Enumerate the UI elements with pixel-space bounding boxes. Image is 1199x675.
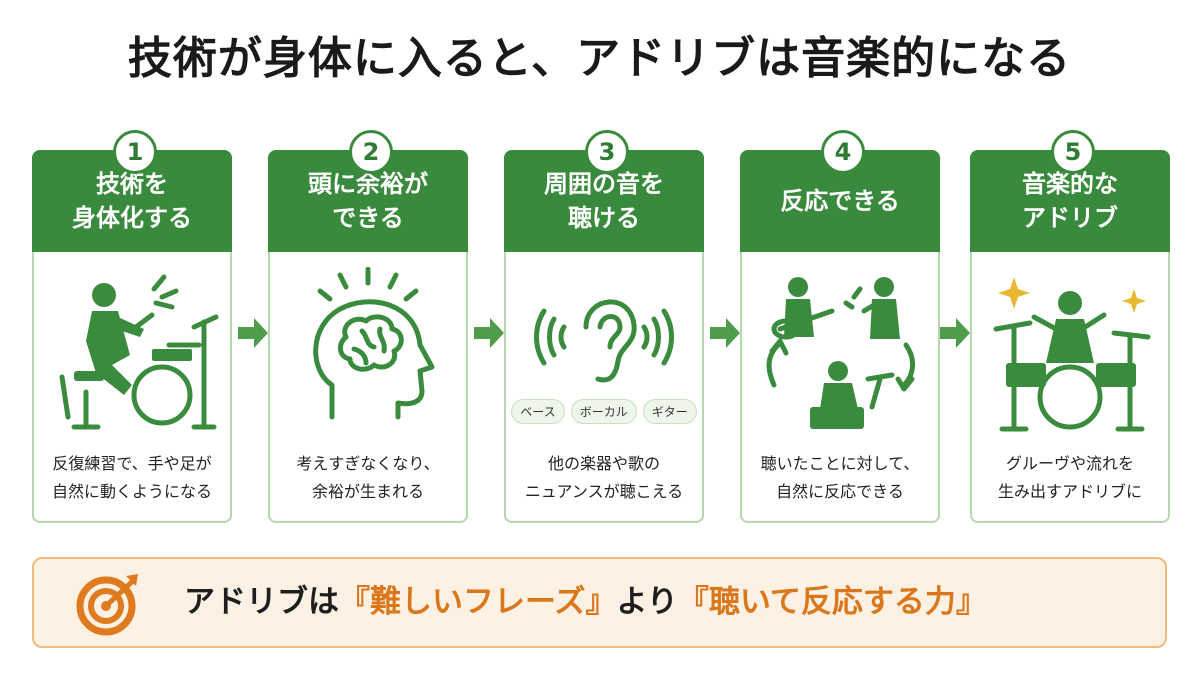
head-brain-icon [313, 267, 435, 420]
sound-wave [547, 316, 557, 358]
microphone [861, 302, 877, 314]
stool-seat [74, 371, 104, 381]
step-card-header: 音楽的な アドリブ [970, 150, 1170, 252]
drumstick [1031, 314, 1059, 332]
instrument-pill: ボーカル [570, 399, 637, 424]
idea-ray [403, 288, 419, 302]
step-card-4: 反応できる 4 聴いたことに対して、 自然に反応できる [740, 130, 940, 523]
step-title-line: 技術を [96, 170, 168, 198]
banner-mid: より [616, 584, 678, 620]
step-number-badge: 4 [821, 130, 865, 174]
banner-phrase-1: 『難しいフレーズ』 [339, 584, 617, 620]
guitar-body [771, 318, 801, 340]
brain [338, 314, 404, 372]
arrow-right-icon [940, 318, 970, 348]
drummer-icon [59, 274, 219, 430]
step-description: 聴いたことに対して、 自然に反応できる [760, 454, 920, 501]
motion-line [151, 274, 167, 292]
step-card-5: 音楽的な アドリブ 5 グルーヴや流れを 生み出すアドリブに [970, 130, 1170, 523]
summary-banner: アドリブは『難しいフレーズ』より『聴いて反応する力』 [32, 557, 1167, 648]
drumstick [133, 312, 155, 330]
step-title-line: 聴ける [568, 204, 640, 232]
snare-drum [152, 349, 192, 361]
sound-wave [558, 324, 567, 350]
sound-line [843, 300, 855, 310]
sound-wave [661, 308, 674, 366]
target-icon [76, 574, 138, 636]
drum [810, 407, 864, 429]
step-number-badge: 1 [113, 130, 157, 174]
motion-line [153, 300, 175, 310]
arrow-right-icon [474, 318, 504, 348]
bass-drum [131, 364, 193, 426]
drumstick [1079, 312, 1107, 332]
ear-outline [583, 299, 637, 383]
step-description: 反復練習で、手や足が 自然に動くようになる [51, 454, 212, 501]
step-description: 他の楽器や歌の ニュアンスが聴こえる [524, 454, 684, 501]
bass-drum [1037, 364, 1103, 430]
guitarist-head [788, 277, 808, 297]
step-title-line: アドリブ [1022, 204, 1118, 232]
sound-wave [651, 316, 661, 358]
drummer-sparkle-icon [993, 277, 1151, 432]
cymbal-stand [869, 376, 883, 410]
step-description: グルーヴや流れを 生み出すアドリブに [997, 454, 1142, 501]
step-title-line: 音楽的な [1022, 170, 1118, 198]
step-number-badge: 2 [349, 130, 393, 174]
step-number-badge: 5 [1051, 130, 1095, 174]
tom-drum [1096, 363, 1136, 387]
step-title-line: 周囲の音を [544, 170, 664, 198]
step-title-line: できる [332, 204, 404, 232]
arrow-right-icon [710, 318, 740, 348]
chair-back [59, 374, 71, 420]
banner-phrase-2: 『聴いて反応する力』 [677, 584, 987, 620]
step-card-3: 周囲の音を 聴ける 3 ベース ボーカル ギター 他の楽器や歌の ニュアンスが聴… [504, 130, 704, 523]
banner-message: アドリブは『難しいフレーズ』より『聴いて反応する力』 [184, 559, 987, 646]
step-title-line: 身体化する [72, 204, 192, 232]
band-interaction-icon [766, 277, 915, 429]
motion-line [159, 288, 179, 300]
arrow-right-icon [238, 318, 268, 348]
ear-sound-icon [534, 299, 674, 383]
sound-wave [534, 308, 547, 366]
singer-body [870, 299, 900, 339]
drummer-body [820, 383, 858, 409]
idea-ray [387, 272, 399, 290]
singer-head [874, 277, 894, 297]
drummer-head [92, 283, 116, 307]
idea-ray [317, 288, 333, 302]
sound-wave [641, 324, 650, 350]
sparkle-icon [1122, 289, 1146, 313]
banner-prefix: アドリブは [184, 584, 339, 620]
instrument-pill: ベース [511, 399, 565, 424]
step-title-line: 頭に余裕が [308, 170, 428, 198]
drummer-head [1058, 291, 1082, 315]
guitar-neck [777, 308, 835, 332]
instrument-pills: ベース ボーカル ギター [506, 399, 702, 424]
drummer-arm [116, 317, 144, 337]
step-description: 考えすぎなくなり、 余裕が生まれる [296, 454, 440, 501]
sparkle-icon [998, 277, 1030, 309]
idea-ray [337, 272, 349, 290]
sound-line [851, 286, 863, 300]
instrument-pill: ギター [642, 399, 697, 424]
step-card-1: 技術を 身体化する 1 [32, 130, 232, 523]
cymbal [865, 372, 895, 382]
drummer-head [828, 361, 848, 381]
step-number-badge: 3 [585, 130, 629, 174]
step-title-line: 反応できる [780, 187, 900, 215]
head-outline [313, 299, 435, 420]
step-card-2: 頭に余裕が できる 2 考えすぎなくなり、 余裕が生まれる [268, 130, 468, 523]
page-title: 技術が身体に入ると、アドリブは音楽的になる [127, 33, 1072, 84]
